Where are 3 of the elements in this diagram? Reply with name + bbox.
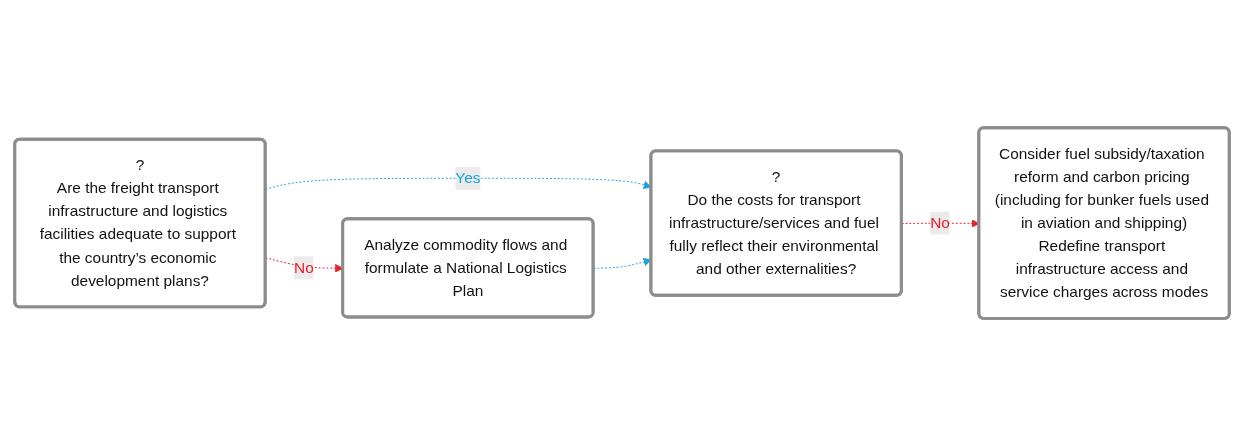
edge-label: Yes: [455, 169, 481, 186]
edge-label: No: [294, 259, 314, 276]
edge-label: No: [930, 214, 950, 231]
